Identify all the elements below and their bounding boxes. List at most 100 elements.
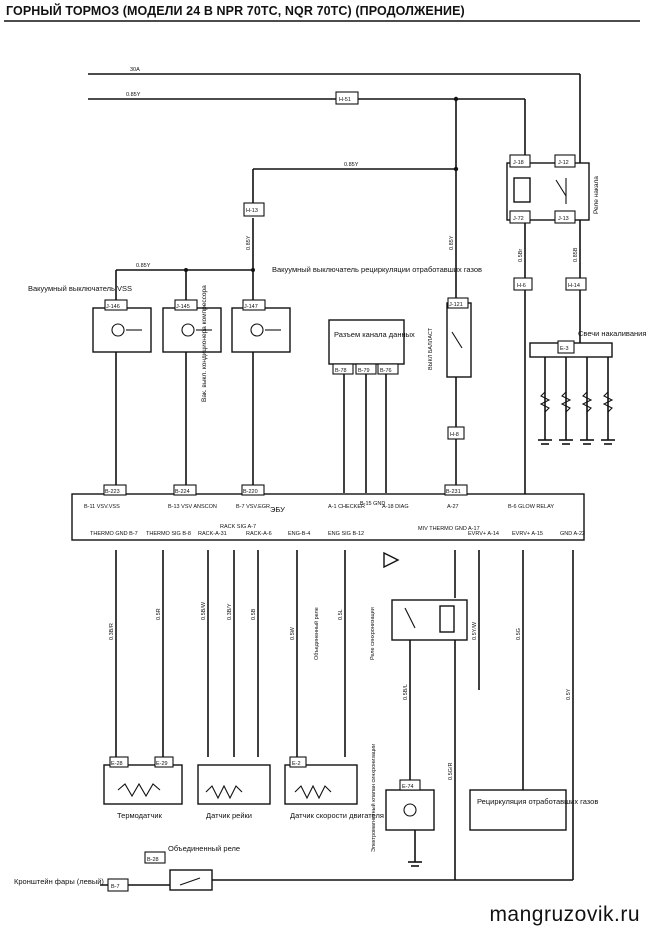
- svg-text:B-28: B-28: [147, 857, 159, 863]
- glow-plug-resistors: [538, 391, 615, 445]
- sync-relay-label: Реле синхронизации: [370, 607, 376, 660]
- svg-text:B-6 GLOW RELAY: B-6 GLOW RELAY: [508, 504, 554, 510]
- sensors: Термодатчик Датчик рейки Датчик скорости…: [103, 764, 384, 820]
- svg-text:H-51: H-51: [339, 97, 351, 103]
- svg-text:E-74: E-74: [402, 784, 414, 790]
- svg-text:B-15 GND: B-15 GND: [360, 501, 385, 507]
- svg-text:B-7 VSV.EGR: B-7 VSV.EGR: [236, 504, 270, 510]
- combined-relay: Объединенный реле Объединенный реле: [168, 607, 320, 891]
- svg-text:B-76: B-76: [380, 368, 392, 374]
- brake-switch-label: ВЫКЛ БАЛЛАСТ: [428, 327, 434, 370]
- svg-text:0.5Br: 0.5Br: [518, 249, 524, 262]
- lower-wires: [100, 550, 574, 886]
- svg-text:RACK-A-6: RACK-A-6: [246, 531, 272, 537]
- svg-text:B-223: B-223: [105, 489, 120, 495]
- svg-text:EVRV+ A-14: EVRV+ A-14: [468, 531, 499, 537]
- svg-text:GND A-22: GND A-22: [560, 531, 585, 537]
- compressor-switch-label: Вак. выкл. кондиционера компрессора: [201, 285, 208, 402]
- headlight-bracket-label: Кронштейн фары (левый): [14, 877, 104, 886]
- svg-text:0.5G/R: 0.5G/R: [448, 763, 454, 780]
- svg-text:H-14: H-14: [568, 283, 580, 289]
- svg-text:0.85Y: 0.85Y: [246, 235, 252, 250]
- svg-text:0.5W: 0.5W: [290, 626, 296, 640]
- brake-switch: ВЫКЛ БАЛЛАСТ: [428, 302, 472, 378]
- combined-relay-small-label: Объединенный реле: [313, 607, 320, 660]
- vss-switch-label: Вакуумный выключатель VSS: [28, 284, 132, 293]
- svg-text:0.5R: 0.5R: [156, 608, 162, 620]
- ecu-block: ЭБУ: [71, 493, 585, 541]
- wire-labels: 30A 0.85Y 0.85Y 0.85Y 0.85Y 0.85Y 0.5Br …: [109, 67, 579, 780]
- svg-text:B-7: B-7: [111, 884, 120, 890]
- svg-text:B-220: B-220: [243, 489, 258, 495]
- egr-valve: Электромагнитный клапан синхронизации: [370, 744, 435, 852]
- egr-switch-label: Вакуумный выключатель рециркуляции отраб…: [272, 265, 482, 274]
- svg-text:0.85Y: 0.85Y: [126, 92, 141, 98]
- svg-text:B-78: B-78: [335, 368, 347, 374]
- ecu-label: ЭБУ: [270, 505, 285, 514]
- thermo-sensor-label: Термодатчик: [117, 811, 163, 820]
- svg-text:H-8: H-8: [450, 432, 459, 438]
- svg-text:ENG SIG B-12: ENG SIG B-12: [328, 531, 364, 537]
- svg-text:30A: 30A: [130, 67, 140, 73]
- svg-text:E-29: E-29: [156, 761, 168, 767]
- svg-text:A-1 CHECKER: A-1 CHECKER: [328, 504, 365, 510]
- svg-text:0.5L: 0.5L: [338, 609, 344, 620]
- svg-text:0.5G: 0.5G: [516, 628, 522, 640]
- vacuum-switches: Вакуумный выключатель VSS Вакуумный выкл…: [28, 265, 482, 493]
- rack-sensor-label: Датчик рейки: [206, 811, 252, 820]
- glow-plugs: Свечи накаливания: [529, 329, 646, 358]
- heater-relay-label: Реле накала: [593, 176, 600, 214]
- svg-text:B-13 VSV ANSCON: B-13 VSV ANSCON: [168, 504, 217, 510]
- svg-text:0.3B/Y: 0.3B/Y: [227, 603, 233, 620]
- svg-text:THERMO GND B-7: THERMO GND B-7: [90, 531, 138, 537]
- svg-text:J-146: J-146: [106, 304, 120, 310]
- svg-text:0.5Y: 0.5Y: [566, 688, 572, 700]
- svg-text:A-27: A-27: [447, 504, 459, 510]
- svg-text:ENG-B-4: ENG-B-4: [288, 531, 310, 537]
- sync-relay: Реле синхронизации: [370, 551, 468, 660]
- page-title: ГОРНЫЙ ТОРМОЗ (МОДЕЛИ 24 В NPR 70ТС, NQR…: [6, 4, 465, 18]
- svg-text:H-6: H-6: [517, 283, 526, 289]
- svg-text:MIV THERMO GND A-17: MIV THERMO GND A-17: [418, 526, 480, 532]
- svg-text:E-3: E-3: [560, 346, 569, 352]
- data-connector: Разъем канала данных: [328, 319, 415, 493]
- svg-text:0.3B/R: 0.3B/R: [109, 623, 115, 640]
- svg-text:0.85Y: 0.85Y: [136, 263, 151, 269]
- svg-text:H-13: H-13: [246, 208, 258, 214]
- svg-text:J-121: J-121: [449, 302, 463, 308]
- svg-text:0.5B/W: 0.5B/W: [201, 601, 207, 620]
- svg-text:THERMO SIG B-8: THERMO SIG B-8: [146, 531, 191, 537]
- svg-text:J-18: J-18: [513, 160, 524, 166]
- connectors: H-51 H-13 J-18 J-12 J-72 J-13 H-6 H-14 E…: [103, 91, 587, 892]
- recirc-label: Рециркуляция отработавших газов: [477, 797, 598, 806]
- svg-text:0.5Y/W: 0.5Y/W: [472, 621, 478, 640]
- svg-text:E-2: E-2: [292, 761, 301, 767]
- svg-text:J-145: J-145: [176, 304, 190, 310]
- svg-text:0.85Y: 0.85Y: [449, 235, 455, 250]
- watermark: mangruzovik.ru: [489, 903, 640, 926]
- combined-relay-label: Объединенный реле: [168, 844, 240, 853]
- svg-text:0.5B: 0.5B: [251, 608, 257, 620]
- ecu-pins: B-11 VSV.VSS B-13 VSV ANSCON B-7 VSV.EGR…: [84, 501, 585, 537]
- svg-text:E-28: E-28: [111, 761, 123, 767]
- svg-text:J-72: J-72: [513, 216, 524, 222]
- svg-text:EVRV+ A-15: EVRV+ A-15: [512, 531, 543, 537]
- svg-text:RACK SIG A-7: RACK SIG A-7: [220, 524, 256, 530]
- svg-text:0.85Y: 0.85Y: [344, 162, 359, 168]
- svg-text:A-18 DIAG: A-18 DIAG: [382, 504, 409, 510]
- ground-symbol: [538, 439, 615, 445]
- svg-text:J-13: J-13: [558, 216, 569, 222]
- svg-text:B-79: B-79: [358, 368, 370, 374]
- svg-text:0.5B/L: 0.5B/L: [403, 684, 409, 700]
- svg-text:B-11 VSV.VSS: B-11 VSV.VSS: [84, 504, 120, 510]
- egr-valve-label: Электромагнитный клапан синхронизации: [370, 744, 377, 852]
- recirculation-box: Рециркуляция отработавших газов: [469, 789, 598, 831]
- svg-text:B-224: B-224: [175, 489, 190, 495]
- svg-text:J-12: J-12: [558, 160, 569, 166]
- svg-text:B-231: B-231: [446, 489, 461, 495]
- svg-text:RACK-A-31: RACK-A-31: [198, 531, 227, 537]
- data-connector-label: Разъем канала данных: [334, 330, 415, 339]
- speed-sensor-label: Датчик скорости двигателя: [290, 811, 384, 820]
- svg-text:0.85B: 0.85B: [573, 247, 579, 262]
